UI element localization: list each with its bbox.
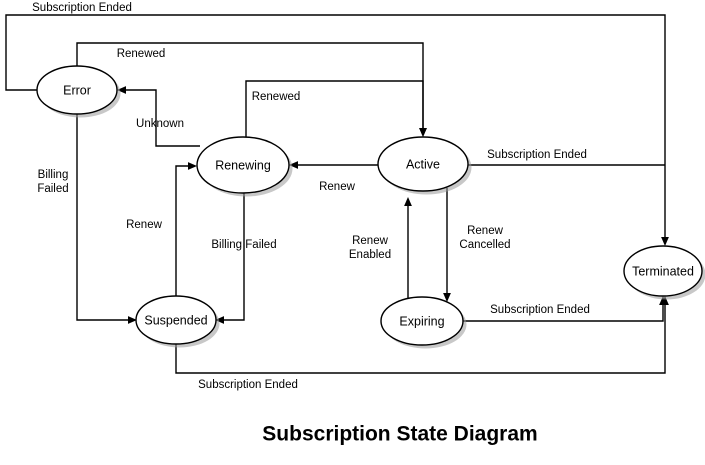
transition-path [5, 14, 666, 240]
transition-label-suspended-to-renewing: Renew [126, 219, 162, 231]
transition-label-renewing-to-active: Renewed [252, 91, 301, 103]
node-ellipse[interactable] [623, 245, 703, 297]
state-node-expiring[interactable]: Expiring [380, 296, 467, 349]
arrow-head-icon [117, 86, 126, 94]
node-ellipse[interactable] [36, 65, 118, 115]
arrow-head-icon [289, 161, 298, 169]
arrow-head-icon [188, 162, 197, 170]
state-label: Active [406, 157, 440, 171]
transition-active-to-renewing [289, 161, 378, 169]
transition-path [76, 114, 131, 321]
transition-path [221, 193, 245, 321]
arrow-head-icon [404, 197, 412, 206]
transition-label-unknown-to-error: Unknown [136, 118, 184, 130]
transition-renewing-to-suspended [215, 193, 245, 324]
node-ellipse[interactable] [135, 295, 217, 345]
state-label: Expiring [399, 314, 444, 328]
transition-active-to-expiring [443, 188, 451, 302]
transition-path [123, 89, 200, 147]
transition-label-active-to-terminated: Subscription Ended [487, 149, 587, 161]
transition-label-expiring-to-terminated: Subscription Ended [490, 304, 590, 316]
node-ellipse[interactable] [380, 296, 464, 346]
arrow-head-icon [443, 293, 451, 302]
transition-suspended-to-renewing [175, 162, 197, 296]
edges-layer [5, 14, 669, 374]
state-label: Renewing [215, 158, 271, 172]
state-label: Terminated [632, 264, 694, 278]
transition-path [175, 302, 666, 374]
arrow-head-icon [419, 128, 427, 137]
arrow-head-icon [215, 316, 224, 324]
state-node-suspended[interactable]: Suspended [135, 295, 220, 348]
edge-labels-layer: Subscription EndedRenewedRenewedUnknownR… [32, 2, 590, 391]
node-ellipse[interactable] [377, 136, 469, 192]
transition-unknown-to-error [117, 86, 200, 147]
transition-error-to-suspended [76, 114, 137, 324]
arrow-head-icon [661, 296, 669, 305]
transition-renewing-to-active [245, 80, 427, 137]
state-node-error[interactable]: Error [36, 65, 121, 118]
state-label: Error [63, 83, 91, 97]
state-label: Suspended [144, 313, 207, 327]
arrow-head-icon [128, 316, 137, 324]
node-ellipse[interactable] [196, 136, 290, 194]
arrow-head-icon [661, 237, 669, 246]
transition-label-active-to-renewing: Renew [319, 181, 355, 193]
state-node-renewing[interactable]: Renewing [196, 136, 293, 197]
transition-label-error-to-active: Renewed [117, 48, 166, 60]
transition-path [463, 302, 664, 322]
diagram-title: Subscription State Diagram [262, 423, 537, 446]
transition-suspended-to-terminated [175, 296, 669, 374]
transition-error-to-terminated [5, 14, 669, 246]
state-node-active[interactable]: Active [377, 136, 472, 195]
transition-expiring-to-active [404, 197, 412, 299]
transition-path [245, 80, 424, 137]
transition-label-error-to-terminated: Subscription Ended [32, 2, 132, 14]
transition-path [175, 165, 191, 296]
transition-label-suspended-to-terminated: Subscription Ended [198, 379, 298, 391]
state-node-terminated[interactable]: Terminated [623, 245, 705, 300]
transition-label-renewing-to-suspended: Billing Failed [211, 239, 276, 251]
